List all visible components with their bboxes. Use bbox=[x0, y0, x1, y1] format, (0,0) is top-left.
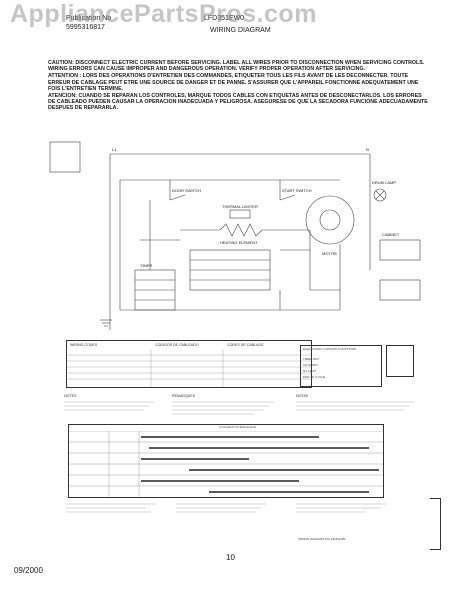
notes-text-lines bbox=[64, 401, 414, 415]
legend-title: WIRING CODES bbox=[70, 343, 98, 347]
small-chart-box bbox=[386, 345, 414, 377]
wiring-diagram-part-number: WIRING DIAGRAM P/N 131811100 bbox=[298, 537, 346, 541]
legend-col3: CODES DE CABLAGE bbox=[227, 343, 264, 347]
page-title: WIRING DIAGRAM bbox=[210, 27, 271, 34]
legend-col2: CODIGOS DE CABLEADO bbox=[155, 343, 199, 347]
model-number: LFD351EW0 bbox=[204, 15, 245, 22]
label-motor: MOTOR bbox=[322, 251, 337, 256]
label-door-switch: DOOR SWITCH bbox=[172, 188, 201, 193]
cycles-title: CYCLES/CYCLES/CICLOS bbox=[219, 425, 256, 429]
notes-es: NOTAS bbox=[296, 394, 309, 398]
caution-english: CAUTION: DISCONNECT ELECTRIC CURRENT BEF… bbox=[48, 60, 425, 73]
caution-spanish: ATENCION: CUANDO SE REPARAN LOS CONTROLE… bbox=[48, 93, 428, 112]
function-row-3: NO HEAT bbox=[303, 369, 317, 373]
caution-block: CAUTION: DISCONNECT ELECTRIC CURRENT BEF… bbox=[48, 60, 428, 112]
wiring-schematic: L1 N DOOR SWITCH START SWITCH MOTOR TIME… bbox=[49, 141, 421, 330]
label-n: N bbox=[366, 147, 369, 152]
control-functions-table: ELECTRONIC CONTROL FUNCTIONS TIMED DRY A… bbox=[300, 345, 382, 387]
label-start-switch: START SWITCH bbox=[282, 188, 312, 193]
footer-date: 09/2000 bbox=[14, 566, 43, 575]
watermark: AppliancePartsPros.com bbox=[10, 0, 317, 28]
bottom-notes bbox=[66, 503, 386, 513]
label-cabinet: CABINET bbox=[382, 232, 400, 237]
cycles-chart: CYCLES/CYCLES/CICLOS bbox=[68, 424, 384, 498]
notes-fr: REMARQUES bbox=[172, 394, 196, 398]
publication-label: Publication No bbox=[66, 15, 112, 22]
top-left-note-box bbox=[49, 141, 81, 173]
wiring-codes-table: WIRING CODES CODIGOS DE CABLEADO CODES D… bbox=[66, 340, 312, 388]
notes-en: NOTES bbox=[64, 394, 77, 398]
label-timer: TIMER bbox=[140, 263, 153, 268]
label-heating-element: HEATING ELEMENT bbox=[220, 240, 258, 245]
label-l1: L1 bbox=[112, 147, 117, 152]
side-bracket bbox=[430, 498, 441, 550]
label-drum-lamp: DRUM LAMP bbox=[372, 180, 396, 185]
function-row-1: TIMED DRY bbox=[303, 357, 320, 361]
caution-french: ATTENTION : LORS DES OPERATIONS D'ENTRET… bbox=[48, 73, 419, 92]
functions-title: ELECTRONIC CONTROL FUNCTIONS bbox=[303, 347, 357, 351]
label-thermal-limiter: THERMAL LIMITER bbox=[222, 204, 258, 209]
function-row-2: AUTO DRY bbox=[303, 363, 319, 367]
function-row-4: END OF CYCLE bbox=[303, 375, 326, 379]
publication-number: 5995316817 bbox=[66, 24, 105, 31]
page-number: 10 bbox=[226, 553, 235, 562]
